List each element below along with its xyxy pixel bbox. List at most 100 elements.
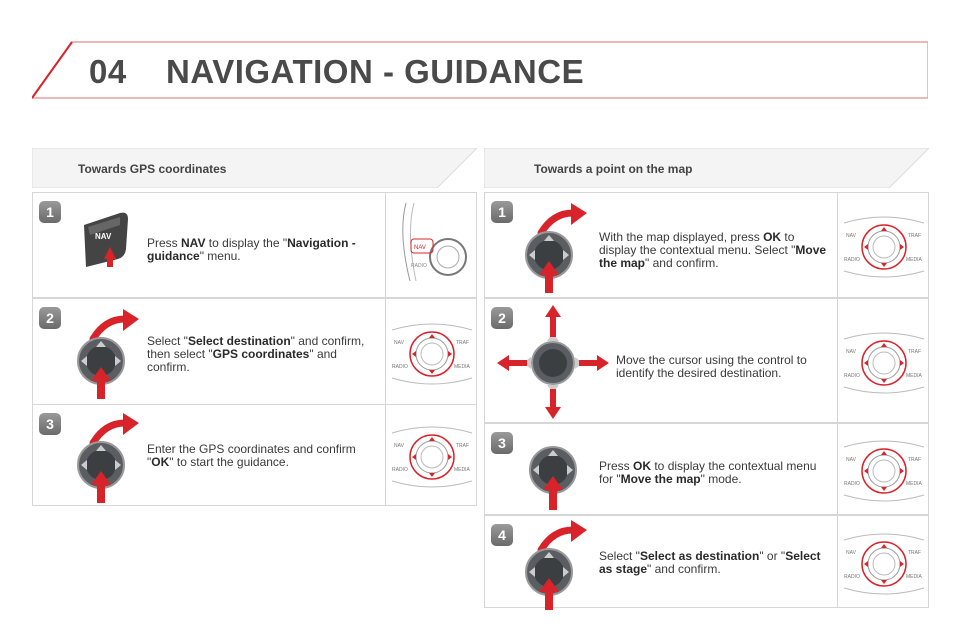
step-text-emphasis: Select as stage [599, 549, 821, 576]
console-dial-icon: NAV TRAF RADIO MEDIA [391, 323, 473, 385]
step-text: Enter the GPS coordinates and confirm "O… [147, 443, 382, 469]
console-traf-label: TRAF [456, 340, 469, 346]
step-text-run: With the map displayed, press [599, 230, 764, 244]
step-text-emphasis: NAV [181, 236, 206, 250]
section-heading-map-text: Towards a point on the map [534, 162, 693, 176]
chapter-number: 04 [89, 53, 127, 90]
step-number-badge: 4 [491, 524, 513, 546]
step-text-run: " or " [759, 549, 786, 563]
console-radio-label: RADIO [392, 467, 408, 473]
console-thumbnail: NAV TRAF RADIO MEDIA [837, 299, 929, 422]
step-text-run: " menu. [199, 249, 241, 263]
step-text-run: to display the contextual menu. Select " [599, 230, 796, 257]
step-text-run: Press [599, 459, 634, 473]
step-text-run: Select " [147, 334, 188, 348]
step-text-emphasis: OK [763, 230, 782, 244]
console-media-label: MEDIA [454, 467, 471, 473]
step-text-run: Select " [599, 549, 640, 563]
console-radio-label: RADIO [411, 263, 427, 269]
console-radio-label: RADIO [392, 364, 408, 370]
console-media-label: MEDIA [906, 257, 923, 263]
step-text-emphasis: GPS coordinates [212, 347, 310, 361]
rotary-knob-rotate-press-icon [69, 413, 144, 508]
console-nav-label: NAV [414, 245, 426, 251]
console-media-label: MEDIA [906, 574, 923, 580]
console-nav-label: NAV [394, 443, 405, 449]
console-media-label: MEDIA [906, 373, 923, 379]
map-step-2: 2 Move the cursor using the control to i… [484, 298, 929, 423]
step-text-run: " mode. [700, 472, 742, 486]
console-radio-label: RADIO [844, 257, 860, 263]
console-thumbnail: NAV RADIO [385, 193, 477, 297]
step-text-run: " to start the guidance. [169, 455, 289, 469]
step-text-run: Enter the GPS coordinates and confirm " [147, 442, 356, 469]
console-media-label: MEDIA [454, 364, 471, 370]
header-frame [32, 41, 928, 99]
step-text-run: Move the cursor using the control to ide… [616, 353, 807, 380]
console-traf-label: TRAF [908, 457, 921, 463]
step-text-emphasis: OK [633, 459, 652, 473]
step-text: Move the cursor using the control to ide… [616, 354, 831, 380]
nav-button-label: NAV [95, 232, 112, 241]
step-text-run: " and confirm, then select " [147, 334, 365, 361]
console-nav-label: NAV [394, 340, 405, 346]
console-dial-icon: NAV TRAF RADIO MEDIA [843, 533, 925, 595]
step-text-emphasis: Select destination [187, 334, 291, 348]
console-nav-label: NAV [846, 233, 857, 239]
step-text: Press NAV to display the "Navigation - g… [147, 237, 382, 263]
nav-button-icon: NAV [78, 207, 138, 272]
console-dial-icon: NAV TRAF RADIO MEDIA [843, 440, 925, 502]
step-text-emphasis: Move the map [620, 472, 701, 486]
rotary-knob-rotate-press-icon [517, 520, 592, 615]
rotary-knob-rotate-press-icon [517, 203, 592, 298]
step-text-run: " and confirm. [645, 256, 719, 270]
map-step-4: 4 Select "Select as destination" or "Sel… [484, 515, 929, 610]
console-radio-label: RADIO [844, 481, 860, 487]
page-title: NAVIGATION - GUIDANCE [166, 53, 585, 90]
console-thumbnail: NAV TRAF RADIO MEDIA [837, 424, 929, 514]
console-traf-label: TRAF [908, 349, 921, 355]
section-heading-map: Towards a point on the map [484, 148, 929, 188]
console-nav-label: NAV [846, 550, 857, 556]
step-text-run: " and confirm. [147, 347, 337, 374]
console-radio-label: RADIO [844, 574, 860, 580]
console-traf-label: TRAF [908, 550, 921, 556]
console-nav-label: NAV [846, 457, 857, 463]
map-step-3: 3 Press OK to display the contextual men… [484, 423, 929, 515]
step-number-badge: 3 [491, 432, 513, 454]
console-nav-label: NAV [846, 349, 857, 355]
step-text: With the map displayed, press OK to disp… [599, 231, 831, 270]
gps-step-3: 3 Enter the GPS coordinates and confirm … [32, 404, 477, 506]
step-text-emphasis: Navigation - guidance [147, 236, 356, 263]
rotary-knob-rotate-press-icon [69, 309, 144, 404]
map-step-1: 1 With the map displayed, press OK to di… [484, 192, 929, 298]
rotary-knob-four-direction-icon [497, 303, 612, 424]
console-nav-zoom-icon: NAV RADIO [402, 202, 467, 282]
console-radio-label: RADIO [844, 373, 860, 379]
step-text: Select "Select destination" and confirm,… [147, 335, 382, 374]
page-header: 04 NAVIGATION - GUIDANCE [32, 40, 928, 102]
step-text-emphasis: Move the map [599, 243, 827, 270]
step-number-badge: 1 [39, 201, 61, 223]
step-text-run: to display the " [205, 236, 288, 250]
step-number-badge: 2 [39, 307, 61, 329]
console-media-label: MEDIA [906, 481, 923, 487]
step-text-run: " and confirm. [647, 562, 721, 576]
console-traf-label: TRAF [456, 443, 469, 449]
rotary-knob-press-icon [517, 432, 587, 517]
console-dial-icon: NAV TRAF RADIO MEDIA [391, 426, 473, 488]
gps-step-2: 2 Select "Select destination" and confir… [32, 298, 477, 405]
section-heading-gps: Towards GPS coordinates [32, 148, 477, 188]
step-number-badge: 2 [491, 307, 513, 329]
step-text: Select "Select as destination" or "Selec… [599, 550, 829, 576]
section-heading-gps-text: Towards GPS coordinates [78, 162, 227, 176]
console-thumbnail: NAV TRAF RADIO MEDIA [837, 516, 929, 607]
step-text-emphasis: OK [151, 455, 170, 469]
console-thumbnail: NAV TRAF RADIO MEDIA [385, 299, 477, 404]
step-text-emphasis: Select as destination [639, 549, 760, 563]
step-text-run: Press [147, 236, 182, 250]
gps-step-1: 1 NAV Press NAV to display the "Navigati… [32, 192, 477, 298]
step-number-badge: 3 [39, 413, 61, 435]
